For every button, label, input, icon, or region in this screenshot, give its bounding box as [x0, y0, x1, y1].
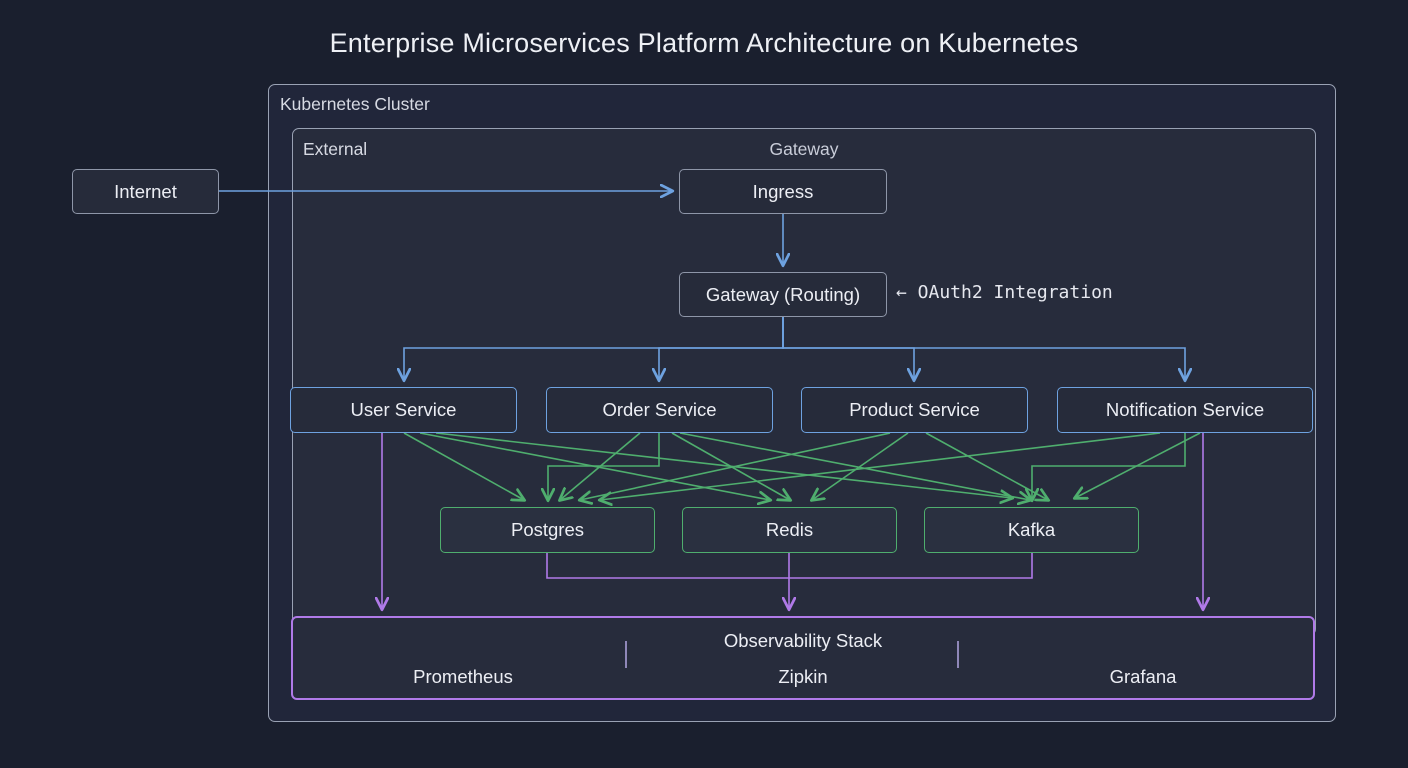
page-title: Enterprise Microservices Platform Archit… [329, 28, 1079, 58]
node-redis-label: Redis [765, 519, 814, 540]
external-subgraph-label: External [303, 139, 368, 159]
observability-tool-list: Prometheus Zipkin Grafana [293, 666, 1313, 688]
node-ingress[interactable]: Ingress [679, 169, 887, 214]
node-order-service-label: Order Service [602, 399, 717, 420]
node-gateway-routing[interactable]: Gateway (Routing) [679, 272, 887, 317]
node-kafka[interactable]: Kafka [924, 507, 1139, 553]
observability-tool-zipkin[interactable]: Zipkin [778, 666, 828, 687]
node-internet-label: Internet [114, 180, 177, 202]
node-notification-service[interactable]: Notification Service [1057, 387, 1313, 433]
node-kafka-label: Kafka [1007, 519, 1056, 540]
node-user-service[interactable]: User Service [290, 387, 517, 433]
kubernetes-cluster-label: Kubernetes Cluster [280, 94, 430, 114]
node-gateway-routing-label: Gateway (Routing) [705, 283, 861, 305]
observability-stack-title: Observability Stack [723, 630, 883, 651]
oauth2-annotation: ← OAuth2 Integration [896, 282, 1113, 303]
node-notification-service-label: Notification Service [1105, 399, 1265, 420]
observability-tool-prometheus[interactable]: Prometheus [413, 666, 513, 687]
gateway-subgraph-label: Gateway [769, 139, 839, 159]
observability-tool-grafana[interactable]: Grafana [1109, 666, 1177, 687]
node-product-service-label: Product Service [849, 399, 980, 420]
node-ingress-label: Ingress [752, 180, 814, 202]
node-redis[interactable]: Redis [682, 507, 897, 553]
node-product-service[interactable]: Product Service [801, 387, 1028, 433]
observability-divider-2 [957, 641, 959, 668]
node-user-service-label: User Service [350, 399, 457, 420]
node-postgres[interactable]: Postgres [440, 507, 655, 553]
observability-divider-1 [625, 641, 627, 668]
observability-stack-panel[interactable]: Observability Stack Prometheus Zipkin Gr… [291, 616, 1315, 700]
node-postgres-label: Postgres [510, 519, 584, 540]
node-internet[interactable]: Internet [72, 169, 219, 214]
node-order-service[interactable]: Order Service [546, 387, 773, 433]
